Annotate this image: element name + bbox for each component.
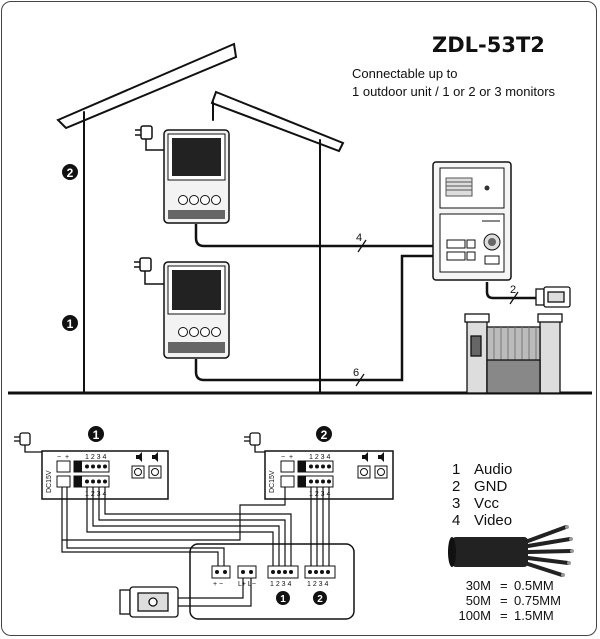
cable-label-4: 4 (356, 232, 362, 244)
junction-pins-label: 1 2 3 4 (307, 581, 329, 588)
terminal-pins-label: 1 2 3 4 (309, 491, 331, 498)
brightness-knob-icon (374, 465, 388, 479)
floor-marker-2: 2 (62, 164, 78, 180)
polarity-plus: + (289, 454, 293, 461)
brightness-knob-icon (148, 465, 162, 479)
terminal-block-1 (297, 460, 334, 473)
spec-size: 1.5MM (514, 608, 554, 623)
junction-group-1-terminal (267, 565, 299, 579)
cable-spec-table: 30M = 0.5MM 50M = 0.75MM 100M = 1.5MM (458, 578, 561, 623)
terminal-block-1 (73, 460, 110, 473)
floor-marker-1: 1 (62, 315, 78, 331)
multicore-cable-icon (448, 525, 574, 577)
power-terminal (56, 460, 71, 473)
junction-lock-terminal (237, 565, 257, 579)
svg-text:2: 2 (321, 428, 328, 442)
spec-size: 0.5MM (514, 578, 554, 593)
terminal-block-2 (73, 475, 110, 488)
terminal-pins-label: 1 2 3 4 (85, 454, 107, 461)
volume-knob-icon (131, 465, 145, 479)
svg-text:2: 2 (67, 166, 74, 180)
gate-icon (464, 313, 563, 394)
cable-lines (194, 224, 536, 382)
subtitle-line-1: Connectable up to (352, 66, 458, 81)
electric-lock-icon (535, 286, 571, 308)
spec-eq: = (500, 578, 508, 593)
junction-box (189, 543, 355, 620)
terminal-pins-label: 1 2 3 4 (85, 491, 107, 498)
electric-lock-icon (119, 586, 179, 618)
cable-label-6: 6 (353, 367, 359, 379)
legend-name: GND (474, 478, 508, 495)
polarity-plus: + (65, 454, 69, 461)
terminal-block-2 (297, 475, 334, 488)
power-adapter-icon (135, 125, 165, 151)
svg-text:1: 1 (67, 317, 74, 331)
spec-length: 100M (458, 608, 491, 623)
polarity-minus: − (57, 454, 61, 461)
svg-text:2: 2 (317, 594, 323, 605)
speaker-icon (136, 452, 158, 462)
legend-num: 1 (452, 461, 460, 478)
model-title: ZDL-53T2 (432, 33, 545, 57)
junction-group-2-terminal (304, 565, 336, 579)
power-terminal (56, 475, 71, 488)
junction-power-terminal (211, 565, 231, 579)
svg-text:1: 1 (280, 594, 286, 605)
adapter-icon (14, 432, 50, 453)
junction-group-1-marker: 1 (276, 591, 290, 605)
house-outline (56, 42, 345, 394)
wire-legend: 1 Audio 2 GND 3 Vcc 4 Video (452, 461, 512, 529)
adapter-icon (244, 432, 270, 453)
subtitle-line-2: 1 outdoor unit / 1 or 2 or 3 monitors (352, 84, 556, 99)
power-label: DC15V (46, 470, 53, 493)
indoor-monitor-icon (163, 261, 230, 359)
junction-power-label: + − (213, 581, 223, 588)
power-adapter-icon (134, 257, 165, 285)
legend-num: 4 (452, 512, 460, 529)
power-terminal (280, 460, 295, 473)
power-label: DC15V (269, 470, 276, 493)
terminal-pins-label: 1 2 3 4 (309, 454, 331, 461)
spec-eq: = (500, 608, 508, 623)
volume-knob-icon (357, 465, 371, 479)
junction-lock-label: L+ L− (238, 581, 256, 588)
cable-label-2: 2 (510, 284, 516, 296)
legend-num: 2 (452, 478, 460, 495)
spec-eq: = (500, 593, 508, 608)
spec-length: 50M (466, 593, 491, 608)
spec-length: 30M (466, 578, 491, 593)
panel-1-number: 1 (88, 426, 104, 442)
legend-name: Video (474, 512, 512, 529)
legend-name: Audio (474, 461, 512, 478)
panel-2-number: 2 (316, 426, 332, 442)
power-terminal (280, 475, 295, 488)
polarity-minus: − (281, 454, 285, 461)
spec-size: 0.75MM (514, 593, 561, 608)
junction-pins-label: 1 2 3 4 (270, 581, 292, 588)
legend-name: Vcc (474, 495, 500, 512)
speaker-icon (362, 452, 384, 462)
wiring-lines (61, 487, 330, 607)
cable-ticks (355, 239, 519, 387)
indoor-monitor-icon (163, 129, 230, 224)
legend-num: 3 (452, 495, 460, 512)
svg-text:1: 1 (93, 428, 100, 442)
junction-group-2-marker: 2 (313, 591, 327, 605)
outdoor-unit-icon (432, 161, 512, 281)
